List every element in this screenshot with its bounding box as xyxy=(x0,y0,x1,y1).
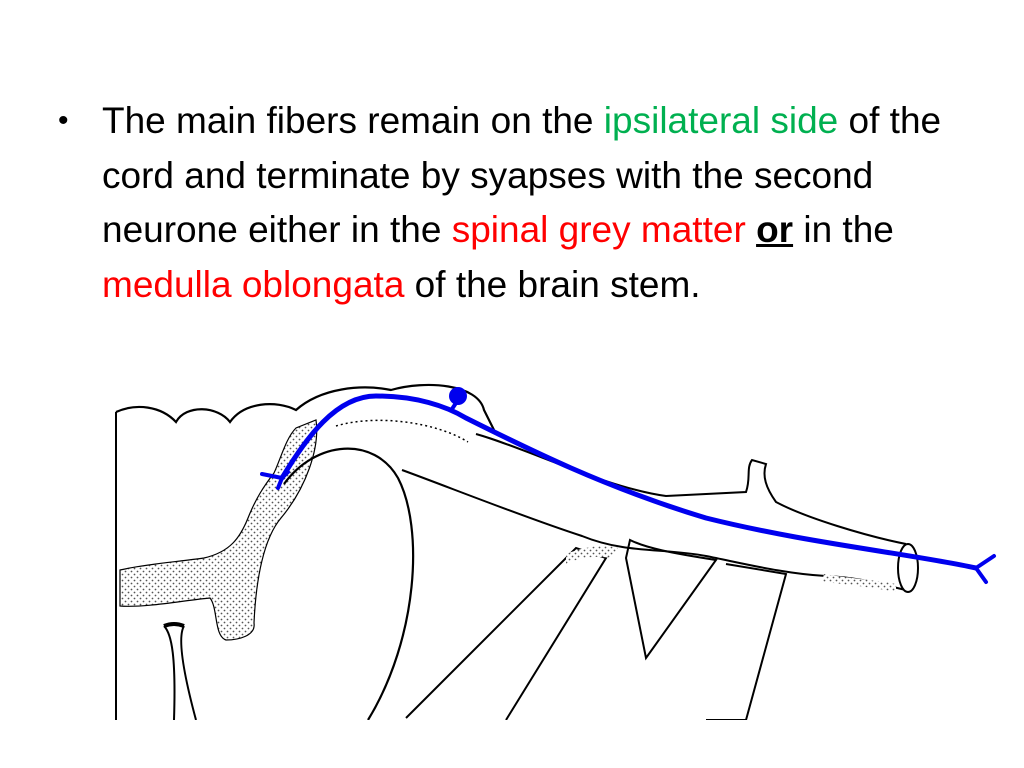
term-medulla-oblongata: medulla oblongata xyxy=(102,263,405,305)
term-spinal-grey-matter: spinal grey matter xyxy=(451,209,746,250)
nerve-ending-right-icon xyxy=(974,554,996,584)
slide-text-block: • The main fibers remain on the ipsilate… xyxy=(58,94,958,312)
bullet-marker: • xyxy=(58,104,69,137)
text-part-3 xyxy=(746,209,756,250)
grey-matter-region xyxy=(119,419,318,641)
dorsal-root-sheath-upper xyxy=(475,433,907,545)
dorsal-root-ganglion-icon xyxy=(449,387,467,405)
ventral-root-shading xyxy=(566,546,618,564)
cord-outline xyxy=(115,383,495,431)
fiber-path-icon xyxy=(279,393,979,571)
dorsal-horn-boundary xyxy=(335,419,469,443)
ventral-root-triangle-1 xyxy=(405,546,608,720)
text-part-5: of the brain stem. xyxy=(404,263,701,305)
term-or: or xyxy=(756,209,794,250)
text-part-1: The main fibers remain on the xyxy=(102,100,604,141)
ventral-root-triangle-2 xyxy=(624,538,718,661)
bullet-item: • The main fibers remain on the ipsilate… xyxy=(58,94,958,312)
text-part-4: in the xyxy=(793,209,894,250)
white-matter-lobe xyxy=(283,447,415,720)
bullet-text: The main fibers remain on the ipsilatera… xyxy=(102,94,958,312)
ventral-root-shading-2 xyxy=(822,574,896,592)
term-ipsilateral-side: ipsilateral side xyxy=(603,100,839,141)
nerve-ending-icon xyxy=(260,470,290,490)
central-canal-top xyxy=(163,622,185,628)
nerve-cut-end xyxy=(897,543,919,593)
central-canal xyxy=(163,625,197,720)
dorsal-root-sheath-lower xyxy=(401,469,907,591)
ventral-root-triangle-3 xyxy=(706,563,788,720)
spinal-cord-diagram xyxy=(106,378,998,720)
spinal-cord-illustration xyxy=(115,383,996,720)
text-part-2: of the cord and terminate by syapses wit… xyxy=(102,100,942,250)
